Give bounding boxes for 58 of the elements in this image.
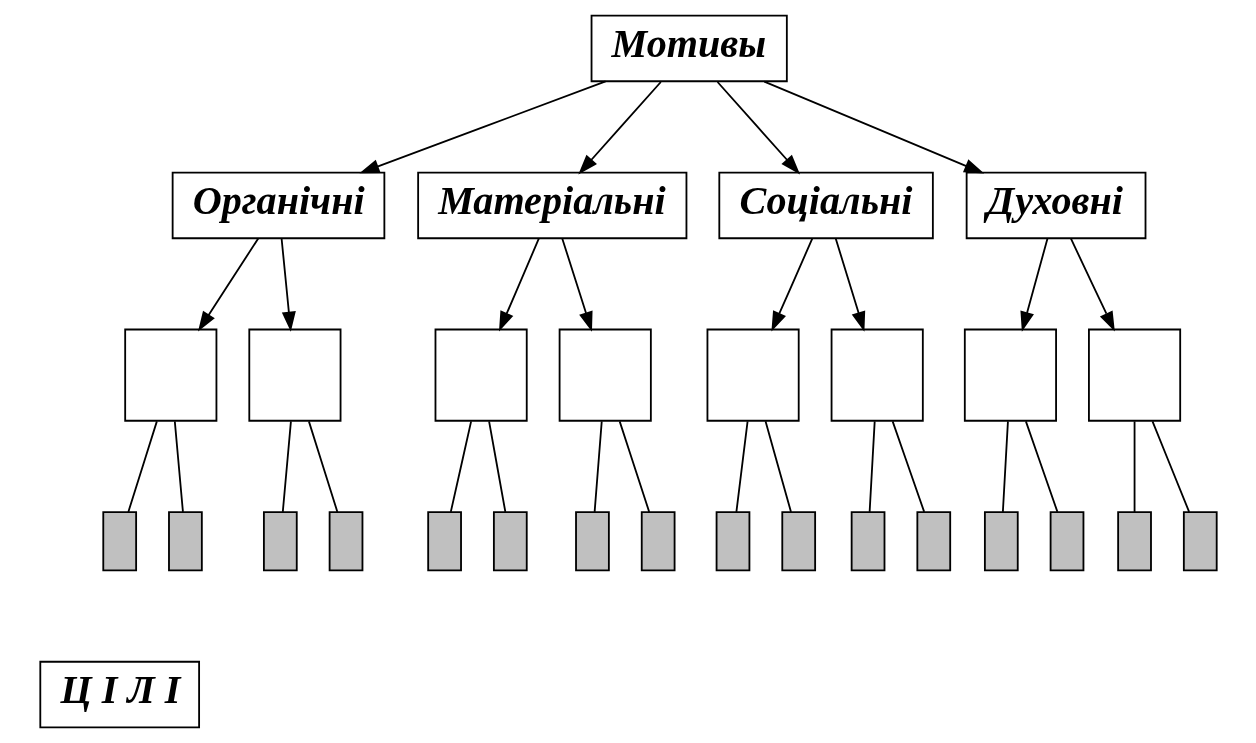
node-bar [715, 511, 750, 572]
arrow [280, 237, 296, 332]
connector [1133, 420, 1135, 513]
node-bar [780, 511, 816, 572]
node-bar [167, 511, 203, 572]
arrow [1069, 237, 1115, 332]
node-bar [1182, 511, 1218, 572]
node-box: Ц І Л І [38, 660, 200, 729]
node-box: Матеріальні [416, 171, 687, 240]
connector [307, 420, 338, 513]
node-bar [262, 511, 298, 572]
node-bar [1116, 511, 1152, 572]
node-bar [574, 511, 610, 572]
connector [126, 420, 158, 513]
connector [891, 420, 925, 513]
node-box [963, 328, 1057, 422]
node-box [247, 328, 341, 422]
connector [734, 420, 748, 513]
connector [487, 420, 506, 513]
connector [1001, 420, 1009, 513]
connector [173, 420, 184, 513]
connector [281, 420, 292, 513]
connector [1024, 420, 1058, 513]
node-bar [640, 511, 675, 572]
arrow [1019, 237, 1048, 332]
node-box [434, 328, 528, 422]
connector [764, 420, 792, 513]
arrow [762, 80, 984, 174]
arrow [560, 237, 593, 332]
node-bar [983, 511, 1019, 572]
node-bar [915, 511, 951, 572]
node-bar [492, 511, 528, 572]
node-box: Духовні [965, 171, 1146, 240]
arrow [197, 237, 259, 332]
connector [868, 420, 876, 513]
arrow [716, 81, 800, 175]
connector [593, 420, 603, 513]
arrow [770, 237, 813, 332]
connector [1151, 420, 1190, 513]
node-bar [426, 511, 462, 572]
node-box: Мотивы [590, 14, 788, 83]
node-box: Органічні [171, 171, 385, 240]
node-box [1087, 328, 1181, 422]
node-box: Соціальні [717, 171, 934, 240]
node-box [123, 328, 217, 422]
node-bar [1049, 511, 1084, 572]
node-bar [328, 511, 363, 572]
connector [449, 420, 472, 513]
arrow [577, 81, 662, 175]
arrow [358, 80, 606, 174]
node-bar [101, 511, 137, 572]
arrow [498, 237, 540, 332]
node-box [706, 328, 800, 422]
connector [618, 420, 650, 513]
node-box [558, 328, 652, 422]
node-box [830, 328, 924, 422]
node-bar [850, 511, 885, 572]
arrow [834, 237, 865, 332]
